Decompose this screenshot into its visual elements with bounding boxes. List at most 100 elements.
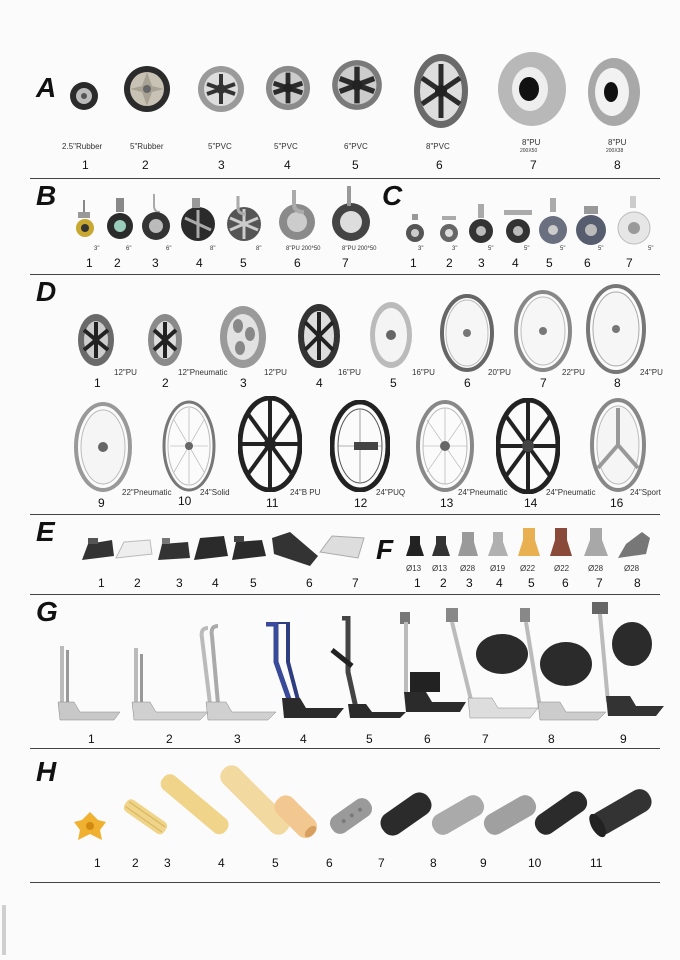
product-label: 5" — [524, 246, 530, 252]
item-number: 1 — [82, 158, 89, 172]
wheel-icon — [74, 402, 132, 492]
elevating-legrest-icon — [446, 608, 539, 719]
product-sublabel: 200X38 — [606, 148, 624, 154]
item-number: 4 — [512, 256, 519, 270]
wheel-icon — [498, 52, 566, 126]
ferrule-cap-icon — [458, 532, 478, 556]
item-number: 7 — [342, 256, 349, 270]
wheel-icon — [440, 294, 494, 372]
item-number: 3 — [164, 856, 171, 870]
section-divider — [30, 514, 660, 515]
item-number: 12 — [354, 496, 368, 510]
item-number: 6 — [464, 376, 471, 390]
elevating-legrest-icon — [520, 608, 607, 721]
wheel-icon — [416, 400, 474, 492]
handle-grip-icon — [124, 799, 168, 835]
item-number: 1 — [94, 376, 101, 390]
item-number: 4 — [212, 576, 219, 590]
wheel-icon — [588, 58, 640, 126]
handle-grip-icon — [160, 774, 229, 835]
product-label: 24"Pneumatic — [546, 488, 596, 497]
ferrule-cap-icon — [406, 536, 424, 556]
wheel-icon — [298, 304, 340, 368]
wheel-icon — [162, 400, 216, 492]
caster-icon — [181, 198, 215, 241]
product-label: 24"PU — [640, 368, 663, 377]
item-number: 11 — [266, 496, 279, 510]
product-label: 6"PVC — [344, 142, 368, 151]
section-divider — [30, 274, 660, 275]
item-number: 13 — [440, 496, 454, 510]
ferrule-cap-icon — [432, 536, 450, 556]
product-label: 12"PU — [114, 368, 137, 377]
item-number: 5 — [352, 158, 359, 172]
item-number: 10 — [178, 494, 192, 508]
wheel-icon — [330, 400, 390, 492]
handle-grip-icon — [589, 789, 652, 838]
handle-grip-icon — [483, 795, 537, 835]
item-number: 7 — [626, 256, 633, 270]
item-number: 2 — [114, 256, 121, 270]
product-label: 24"Pneumatic — [458, 488, 508, 497]
handle-grip-icon — [431, 795, 485, 835]
section-divider — [30, 882, 660, 883]
product-label: 6" — [126, 246, 132, 252]
product-label: Ø28 — [624, 564, 640, 573]
item-number: 6 — [584, 256, 591, 270]
item-number: 6 — [424, 732, 431, 746]
product-label: 5"PVC — [208, 142, 232, 151]
product-label: 24"B PU — [290, 488, 321, 497]
product-label: Ø13 — [432, 564, 448, 573]
footrest-icon — [199, 624, 277, 721]
wheel-icon — [514, 290, 572, 372]
product-label: 12"Pneumatic — [178, 368, 228, 377]
product-label: 5" — [648, 246, 654, 252]
caster-icon — [469, 204, 493, 243]
caster-icon — [576, 206, 606, 245]
ferrule-cap-icon — [584, 528, 608, 556]
section-divider — [30, 594, 660, 595]
item-number: 3 — [176, 576, 183, 590]
item-number: 3 — [152, 256, 159, 270]
item-number: 7 — [596, 576, 603, 590]
item-number: 2 — [142, 158, 149, 172]
item-number: 9 — [98, 496, 105, 510]
item-number: 1 — [98, 576, 105, 590]
wheel-icon — [414, 54, 468, 128]
item-number: 3 — [218, 158, 225, 172]
footplate-icon — [319, 535, 365, 559]
wheel-icon — [590, 398, 646, 492]
item-number: 4 — [316, 376, 323, 390]
caster-icon — [107, 198, 133, 239]
caster-icon — [539, 198, 567, 244]
wheel-icon — [332, 60, 382, 110]
product-label: 8"PU 200*50 — [342, 246, 377, 252]
product-label: 24"PUQ — [376, 488, 406, 497]
ferrule-cap-icon — [618, 532, 650, 558]
product-label: 16"PU — [412, 368, 435, 377]
ferrule-cap-icon — [518, 528, 540, 556]
item-number: 5 — [272, 856, 279, 870]
footrest-icon — [266, 622, 344, 718]
item-number: 3 — [466, 576, 473, 590]
product-label: Ø22 — [520, 564, 536, 573]
item-number: 8 — [614, 376, 621, 390]
wheel-icon — [496, 398, 560, 494]
item-number: 5 — [250, 576, 257, 590]
item-number: 6 — [294, 256, 301, 270]
product-label: 22"PU — [562, 368, 585, 377]
footrest-icon — [57, 646, 121, 721]
item-number: 7 — [540, 376, 547, 390]
item-number: 5 — [366, 732, 373, 746]
product-label: 8"PU 200*50 — [286, 246, 321, 252]
item-number: 2 — [440, 576, 447, 590]
product-label: 5" — [560, 246, 566, 252]
item-number: 5 — [390, 376, 397, 390]
wheel-icon — [265, 65, 311, 111]
caster-icon — [406, 214, 424, 242]
product-sublabel: 200X50 — [520, 148, 538, 154]
product-label: 5" — [598, 246, 604, 252]
section-letter-h: H — [36, 756, 57, 787]
product-label: Ø28 — [460, 564, 476, 573]
item-number: 1 — [414, 576, 421, 590]
